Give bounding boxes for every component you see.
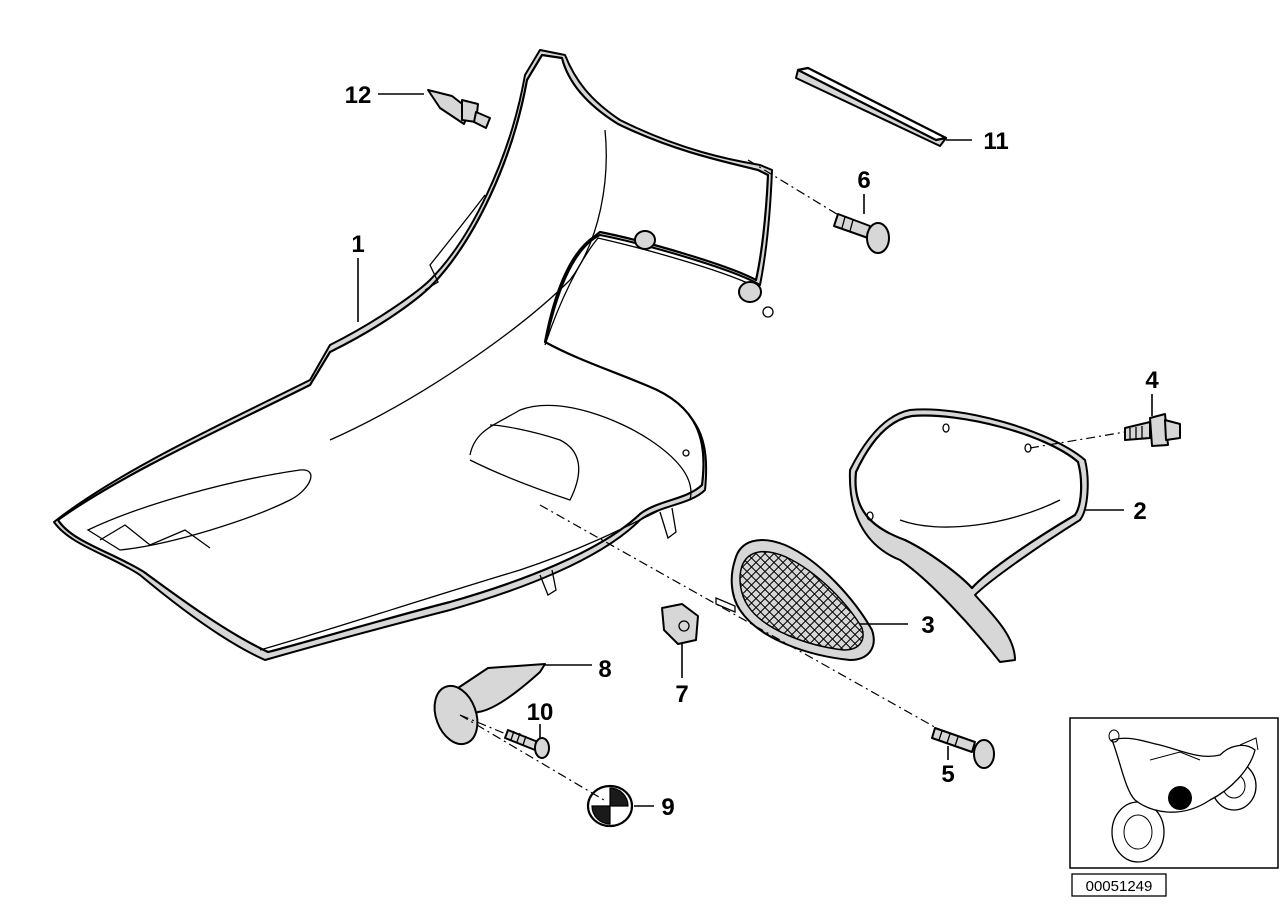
- callout-11: 11: [983, 128, 1008, 155]
- callout-3: 3: [921, 612, 934, 639]
- expanding-rivet-part-4[interactable]: [1124, 413, 1181, 447]
- screw-part-10[interactable]: [504, 729, 550, 759]
- side-cover-part-2[interactable]: [848, 408, 1089, 663]
- screw-part-5[interactable]: [931, 727, 995, 769]
- callout-5: 5: [941, 761, 954, 788]
- callout-10: 10: [527, 699, 554, 726]
- reference-number: 00051249: [1086, 878, 1153, 895]
- callout-4: 4: [1145, 367, 1159, 394]
- strip-part-11[interactable]: [795, 66, 948, 147]
- assembly-lines: [459, 159, 1126, 801]
- location-dot-icon: [1168, 786, 1192, 810]
- callout-9: 9: [661, 794, 674, 821]
- motorcycle-icon: [1108, 729, 1259, 863]
- leader-lines: [357, 93, 1153, 807]
- callout-7: 7: [675, 681, 688, 708]
- emblem-part-9[interactable]: [427, 680, 634, 828]
- callout-2: 2: [1133, 498, 1146, 525]
- rubber-buffer-part-12[interactable]: [427, 89, 491, 129]
- callout-1: 1: [351, 231, 364, 258]
- clip-part-7[interactable]: [661, 603, 699, 645]
- callouts: 1 2 3 4 5 6 7 8 9 10 11 12: [345, 82, 1160, 821]
- callout-12: 12: [345, 82, 372, 109]
- callout-6: 6: [857, 167, 870, 194]
- callout-8: 8: [598, 656, 611, 683]
- fairing-panel-part-1[interactable]: [53, 49, 774, 661]
- reference-box: 00051249: [1071, 873, 1167, 897]
- grille-part-3[interactable]: [715, 539, 875, 661]
- location-thumbnail: [1069, 717, 1279, 869]
- screw-part-6[interactable]: [833, 213, 890, 254]
